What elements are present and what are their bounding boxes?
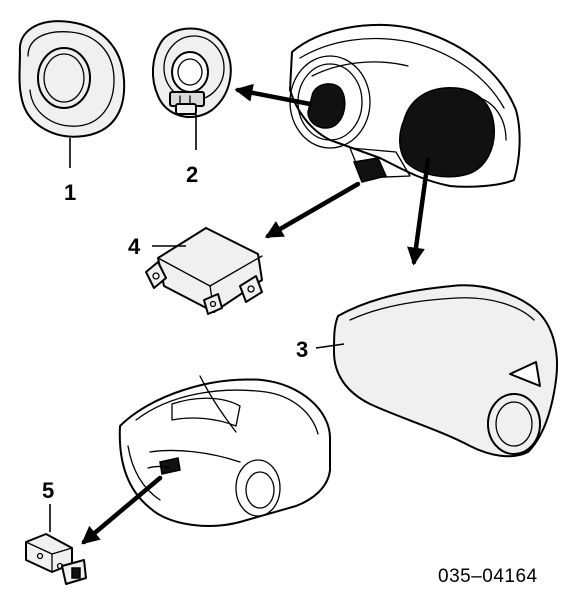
callout-1: 1 (64, 180, 76, 205)
callout-4: 4 (128, 234, 141, 259)
arrow-to-clock-spring (234, 83, 313, 107)
callout-5: 5 (42, 478, 54, 503)
dashboard-overview (289, 24, 521, 188)
callout-2: 2 (186, 162, 198, 187)
reference-code: 035–04164 (438, 566, 538, 587)
arrow-to-front-sensor (81, 475, 163, 545)
callout-3: 3 (296, 337, 308, 362)
arrow-to-control-unit (264, 181, 361, 239)
arrow-to-passenger-airbag (407, 157, 431, 266)
passenger-airbag-module (333, 284, 558, 458)
driver-airbag-module (18, 20, 126, 138)
vehicle-front-view (118, 375, 331, 527)
sas-control-unit (145, 227, 263, 315)
leader-3 (315, 343, 345, 349)
clock-spring (152, 27, 232, 119)
front-crash-sensor (25, 533, 87, 585)
